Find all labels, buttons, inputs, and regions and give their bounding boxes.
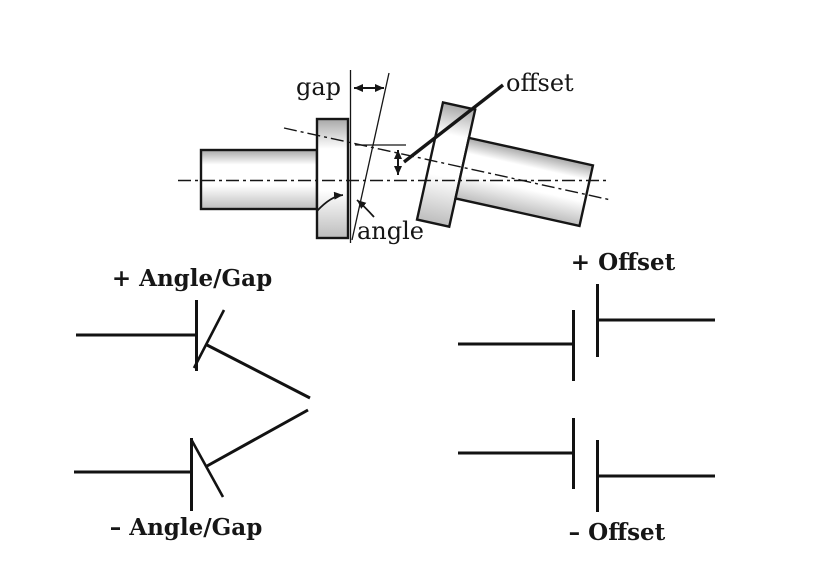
angle-label: angle bbox=[357, 217, 424, 245]
right-machine-assembly bbox=[415, 100, 595, 229]
plus-angle-gap-symbol bbox=[76, 300, 311, 400]
right-shaft-centerline bbox=[283, 127, 612, 201]
left-coupling-hub bbox=[315, 117, 350, 240]
offset-sign-convention: + Offset – Offset bbox=[458, 249, 715, 546]
offset-leader-line bbox=[402, 83, 505, 164]
plus-angle-gap-label: + Angle/Gap bbox=[112, 265, 272, 292]
right-shaft-body bbox=[454, 136, 595, 228]
minus-angle-gap-symbol bbox=[74, 408, 309, 511]
tilted-face-line bbox=[189, 438, 225, 498]
right-shaft-line bbox=[206, 408, 309, 468]
gap-label: gap bbox=[296, 73, 341, 101]
angle-arc-right bbox=[356, 199, 375, 218]
offset-label: offset bbox=[506, 69, 574, 97]
plus-offset-label: + Offset bbox=[571, 249, 676, 276]
angle-gap-sign-convention: + Angle/Gap – Angle/Gap bbox=[74, 265, 311, 541]
left-shaft-body bbox=[199, 148, 319, 211]
plus-offset-symbol bbox=[458, 284, 715, 381]
right-face-projection-line bbox=[351, 72, 390, 241]
angle-arc-left bbox=[316, 191, 344, 212]
right-shaft-line bbox=[206, 343, 311, 400]
minus-angle-gap-label: – Angle/Gap bbox=[110, 514, 263, 541]
tilted-face-line bbox=[192, 309, 226, 369]
coupling-pictorial: gap offset angle bbox=[178, 69, 612, 245]
minus-offset-symbol bbox=[458, 418, 715, 512]
minus-offset-label: – Offset bbox=[569, 519, 666, 546]
